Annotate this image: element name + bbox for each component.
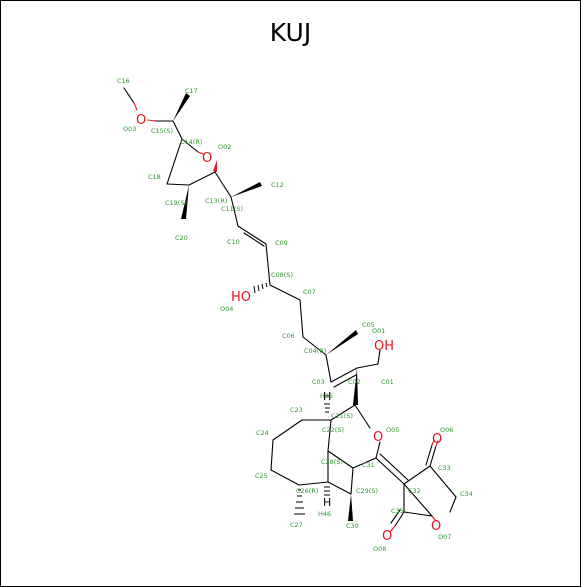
wedge-bond bbox=[213, 160, 217, 172]
atom-label: H46 bbox=[318, 510, 331, 518]
wedge-bond bbox=[173, 93, 190, 121]
oxygen-o07: O bbox=[431, 519, 441, 534]
oxygen-o05: O bbox=[373, 430, 383, 445]
atom-labels: C16 C17 O03 C15(S) C14(R) O02 C18 C12 C1… bbox=[117, 77, 473, 553]
atom-label: O05 bbox=[386, 426, 399, 434]
atom-label: C16 bbox=[117, 77, 130, 85]
atom-label: O03 bbox=[123, 125, 136, 133]
atom-label: C34 bbox=[460, 490, 473, 498]
atom-label: C35 bbox=[391, 507, 404, 515]
atom-label: C04(R) bbox=[304, 347, 326, 355]
atom-label: C18 bbox=[148, 173, 161, 181]
wedge-bond bbox=[353, 368, 358, 405]
atom-label: O06 bbox=[440, 426, 453, 434]
atom-label: C24 bbox=[256, 429, 269, 437]
atom-label: C20 bbox=[175, 234, 188, 242]
atom-label: C27 bbox=[290, 521, 303, 529]
atom-label: C09 bbox=[275, 239, 288, 247]
atom-label: C08(S) bbox=[271, 271, 293, 279]
atom-label: O01 bbox=[372, 327, 385, 335]
atom-label: O07 bbox=[438, 533, 451, 541]
wedge-bond bbox=[231, 182, 262, 197]
hydrogen-h46: H bbox=[323, 496, 331, 509]
hydroxyl-o01: OH bbox=[374, 339, 394, 354]
atom-label: C13(R) bbox=[205, 197, 227, 205]
atom-label: C31 bbox=[362, 461, 375, 469]
molecule-title: KUJ bbox=[269, 18, 312, 47]
atom-label: C10 bbox=[227, 238, 240, 246]
atom-label: H35 bbox=[320, 392, 333, 400]
atom-label: C03 bbox=[312, 378, 325, 386]
atom-label: C12 bbox=[271, 181, 284, 189]
atom-label: C25 bbox=[255, 472, 268, 480]
atom-label: O04 bbox=[220, 305, 233, 313]
atom-label: C17 bbox=[185, 87, 198, 95]
wedge-bond bbox=[181, 185, 189, 219]
atom-label: C11(S) bbox=[221, 205, 243, 213]
atom-label: C30 bbox=[346, 522, 359, 530]
atom-label: C14(R) bbox=[180, 138, 202, 146]
wedge-bond bbox=[326, 330, 358, 355]
atom-label: C29(S) bbox=[356, 487, 378, 495]
atom-label: C05 bbox=[362, 321, 375, 329]
atom-label: C19(S) bbox=[165, 199, 187, 207]
atom-label: C07 bbox=[303, 288, 316, 296]
wedge-bond bbox=[348, 494, 353, 521]
atom-label: C32 bbox=[408, 487, 421, 495]
element-symbols: O O HO OH O O O O H H bbox=[136, 113, 442, 544]
oxygen-o08: O bbox=[382, 529, 392, 544]
hydrogen-h35: H bbox=[323, 390, 331, 403]
atom-label: C06 bbox=[282, 332, 295, 340]
hydroxyl-o04: HO bbox=[231, 290, 251, 305]
atom-label: C15(S) bbox=[151, 127, 173, 135]
atom-label: C26(R) bbox=[296, 487, 318, 495]
atom-label: C01 bbox=[381, 378, 394, 386]
atom-label: C33 bbox=[438, 464, 451, 472]
oxygen-o03: O bbox=[136, 113, 146, 128]
atom-label: C22(S) bbox=[322, 426, 344, 434]
bond-layer bbox=[123, 87, 457, 533]
atom-label: O08 bbox=[373, 545, 386, 553]
atom-label: C02 bbox=[348, 378, 361, 386]
oxygen-o06: O bbox=[432, 432, 442, 447]
atom-label: C21(S) bbox=[331, 412, 353, 420]
atom-label: O02 bbox=[218, 143, 231, 151]
atom-label: C28(S) bbox=[321, 458, 343, 466]
atom-label: C23 bbox=[290, 406, 303, 414]
oxygen-o02: O bbox=[202, 151, 212, 166]
